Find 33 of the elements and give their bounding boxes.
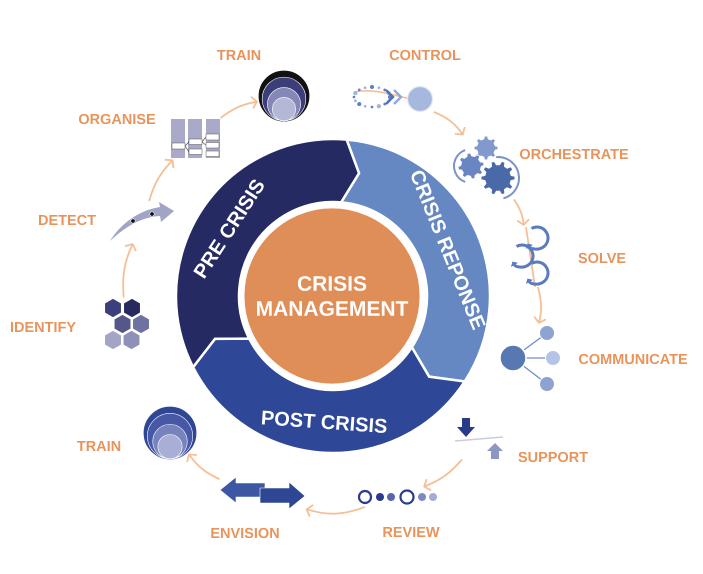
arrow xyxy=(534,286,546,324)
arrow xyxy=(513,199,530,226)
step-label: CONTROL xyxy=(390,50,460,60)
step-label: IDENTIFY xyxy=(10,322,76,332)
circular-arrows-icon xyxy=(510,226,550,288)
chevron-circle-icon xyxy=(352,84,434,112)
step-label: TRAIN xyxy=(77,441,120,451)
step-label: SUPPORT xyxy=(518,452,588,462)
step-label: SOLVE xyxy=(578,252,626,264)
arrow xyxy=(306,504,366,517)
dots-icon xyxy=(358,489,437,505)
gears-icon xyxy=(453,136,520,200)
network-icon xyxy=(499,325,561,392)
up-down-arrows-icon xyxy=(454,418,504,459)
arrow xyxy=(186,453,220,480)
step-label: REVIEW xyxy=(383,527,440,537)
hexagons-icon xyxy=(104,298,150,350)
arrow xyxy=(433,111,466,136)
step-label: ENVISION xyxy=(211,528,279,538)
arrow xyxy=(148,158,174,202)
step-label: DETECT xyxy=(38,214,96,226)
nested-circles-icon xyxy=(142,405,198,461)
arrow xyxy=(423,458,463,492)
step-label: TRAIN xyxy=(217,50,260,60)
nested-circles-icon xyxy=(257,69,311,123)
flowchart-icon xyxy=(171,119,220,158)
arrow xyxy=(220,96,258,119)
step-label: ORGANISE xyxy=(78,114,156,124)
arrow-segment: POST CRISIS xyxy=(192,337,466,454)
curved-arrow-icon xyxy=(110,202,174,241)
arrow xyxy=(122,243,137,298)
step-label: COMMUNICATE xyxy=(578,354,688,364)
step-label: ORCHESTRATE xyxy=(520,148,628,160)
